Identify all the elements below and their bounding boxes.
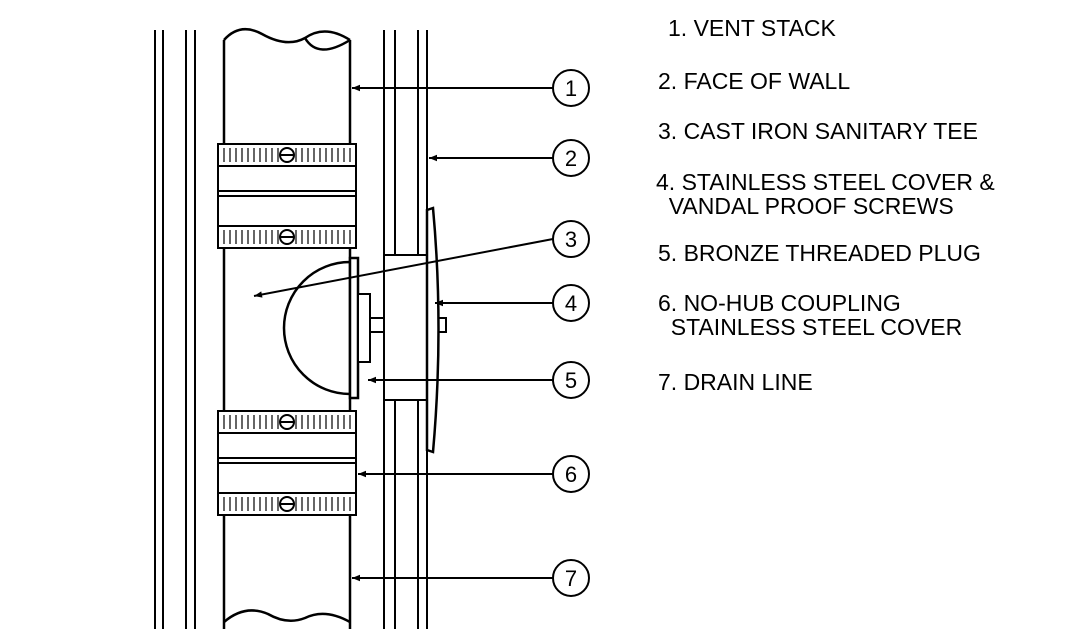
upper-coupling-ribs [223, 148, 351, 244]
callout-bubble-2 [552, 139, 590, 177]
left-wall-lines [154, 30, 196, 629]
callout-number-6: 6 [565, 462, 577, 487]
leader-lines [253, 84, 554, 582]
callout-number-1: 1 [565, 76, 577, 101]
callout-number-2: 2 [565, 146, 577, 171]
callout-bubble-3 [552, 220, 590, 258]
callout-number-4: 4 [565, 291, 577, 316]
callout-bubble-4 [552, 284, 590, 322]
lower-coupling [217, 410, 357, 516]
callout-bubble-5 [552, 361, 590, 399]
lower-coupling-ribs [223, 415, 351, 511]
stainless-cover [425, 206, 440, 454]
callout-bubble-7 [552, 559, 590, 597]
callout-number-7: 7 [565, 566, 577, 591]
callout-numbers: 1 2 3 4 5 6 7 [565, 76, 577, 591]
leader-3 [253, 238, 554, 298]
callout-bubble-1 [552, 69, 590, 107]
face-of-wall-lines [383, 30, 428, 629]
upper-coupling [217, 143, 357, 249]
callout-bubbles [552, 69, 590, 597]
callout-number-5: 5 [565, 368, 577, 393]
callout-bubble-6 [552, 455, 590, 493]
callout-number-3: 3 [565, 227, 577, 252]
wall-sleeve [383, 254, 428, 401]
